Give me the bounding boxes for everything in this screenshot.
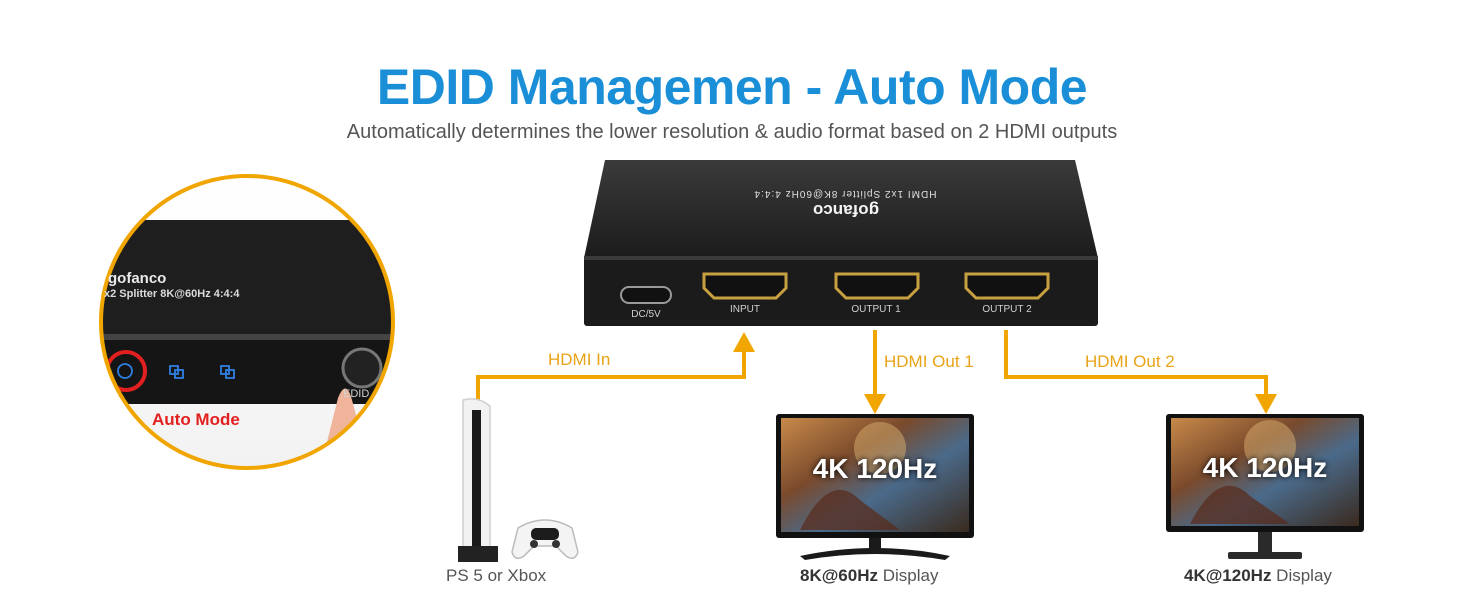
port-label-dc: DC/5V <box>631 309 661 320</box>
display-2-caption: 4K@120Hz Display <box>1184 566 1332 585</box>
hdmi-out-2-label: HDMI Out 2 <box>1085 352 1175 371</box>
hdmi-output1-port-icon <box>834 272 920 300</box>
display-1-caption: 8K@60Hz Display <box>800 566 939 585</box>
zoom-brand-logo: gofanco <box>108 270 167 287</box>
arrow-down-icon <box>1255 394 1277 414</box>
auto-mode-callout: Auto Mode <box>152 410 240 429</box>
port-label-output-2: OUTPUT 2 <box>982 304 1032 315</box>
auto-mode-icon <box>117 363 133 379</box>
hdmi-in-label: HDMI In <box>548 350 611 369</box>
zoom-model-label: x2 Splitter 8K@60Hz 4:4:4 <box>104 288 240 300</box>
page-title: EDID Managemen - Auto Mode <box>376 59 1088 115</box>
edid-button-icon <box>341 347 383 389</box>
display-2-monitor <box>1166 414 1364 559</box>
hdmi-out-1-label: HDMI Out 1 <box>884 352 974 371</box>
gamepad-icon <box>511 519 579 559</box>
hdmi-in-line <box>476 350 746 400</box>
page-subtitle: Automatically determines the lower resol… <box>346 121 1118 143</box>
connection-lines <box>476 330 1268 400</box>
zoom-edid-label: EDID <box>343 388 370 400</box>
arrow-up-icon <box>733 332 755 352</box>
display-1-resolution: 4K 120Hz <box>812 453 938 484</box>
display-1-monitor <box>776 414 974 560</box>
port-label-input: INPUT <box>730 304 760 315</box>
ps5-console-icon <box>458 398 498 562</box>
zoom-callout <box>99 174 395 470</box>
arrow-down-icon <box>864 394 886 414</box>
hdmi-splitter-device <box>584 160 1098 326</box>
source-caption: PS 5 or Xbox <box>446 566 547 585</box>
dc-port-icon <box>620 286 672 304</box>
hdmi-out2-line <box>1004 330 1268 398</box>
display-2-resolution: 4K 120Hz <box>1202 452 1328 483</box>
port-label-output-1: OUTPUT 1 <box>851 304 901 315</box>
hdmi-output2-port-icon <box>964 272 1050 300</box>
hdmi-input-port-icon <box>702 272 788 300</box>
